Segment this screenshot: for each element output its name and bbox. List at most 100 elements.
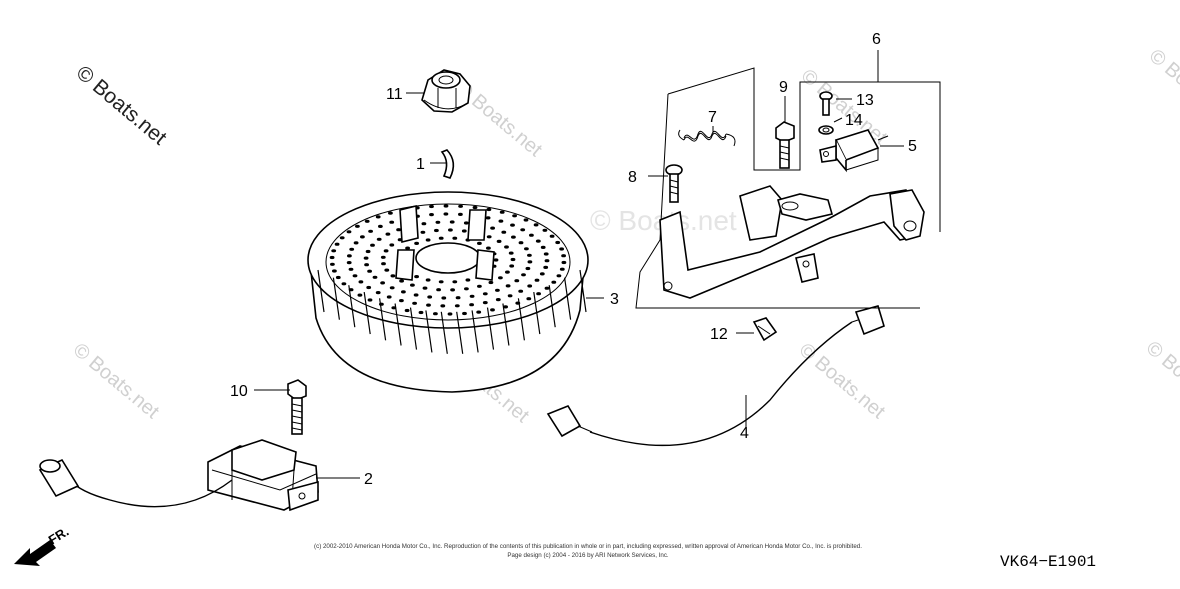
- flywheel-hole: [526, 297, 532, 301]
- front-direction-indicator: FR.: [14, 524, 71, 566]
- flywheel-hole: [414, 275, 419, 279]
- flywheel-hole: [540, 245, 546, 249]
- flywheel-hole: [367, 298, 373, 302]
- watermark-boats-net: © Boats.net: [72, 61, 171, 149]
- flywheel-hole: [370, 243, 375, 247]
- callout-3: 3: [610, 291, 619, 308]
- flywheel-hole: [472, 205, 478, 210]
- flywheel-hole: [533, 223, 539, 227]
- flywheel-fin: [394, 303, 402, 346]
- flywheel-hole: [385, 232, 391, 236]
- flywheel-part: [307, 191, 589, 393]
- bracket-bolt-part: [775, 121, 795, 169]
- flywheel-hole: [511, 235, 516, 239]
- flywheel-hole: [508, 251, 514, 255]
- callout-11: 11: [386, 86, 403, 103]
- flywheel-hole: [555, 240, 561, 245]
- flywheel-hole: [462, 311, 467, 316]
- flywheel-hole: [505, 270, 510, 274]
- flywheel-hole: [405, 246, 410, 250]
- flywheel-hole: [433, 312, 438, 316]
- flywheel-fin: [502, 303, 510, 346]
- flywheel-hole: [498, 276, 503, 280]
- flywheel-hole: [380, 255, 386, 259]
- flywheel-hole: [486, 246, 491, 250]
- watermark-boats-net: © Boats.net: [69, 339, 164, 423]
- flywheel-hole: [520, 228, 526, 232]
- flywheel-hole: [490, 308, 495, 312]
- flywheel-holes: [329, 204, 567, 316]
- flywheel-hole: [386, 295, 392, 299]
- flywheel-hole: [401, 290, 406, 294]
- flywheel-fin: [517, 298, 525, 341]
- flywheel-hole: [335, 275, 341, 280]
- flywheel-hole: [464, 287, 469, 291]
- flywheel-hole: [381, 262, 386, 266]
- flywheel-hole: [441, 296, 447, 300]
- flywheel-hole: [486, 235, 492, 239]
- flywheel-fin: [440, 311, 448, 354]
- flywheel-hole: [349, 247, 355, 251]
- callout-2: 2: [364, 471, 373, 488]
- switch-screw-part: [819, 91, 833, 116]
- flywheel-hole: [542, 228, 548, 232]
- flywheel-hole: [452, 236, 458, 240]
- leader-lines: [254, 50, 904, 479]
- flywheel-hole: [465, 278, 471, 282]
- flywheel-hole: [366, 285, 372, 290]
- governor-spring-part: [678, 129, 736, 147]
- flywheel-hole: [399, 279, 404, 283]
- flywheel-hole: [365, 249, 371, 254]
- callout-12: 12: [710, 326, 728, 343]
- flywheel-hole: [510, 257, 516, 262]
- flywheel-hole: [490, 226, 495, 230]
- flywheel-hole: [469, 294, 475, 298]
- wire-clip-part: [752, 317, 778, 342]
- flywheel-hole: [436, 288, 441, 292]
- flywheel-hole: [482, 301, 488, 305]
- flywheel-hole: [495, 298, 501, 302]
- flywheel-hole: [561, 260, 567, 265]
- flywheel-hole: [375, 291, 381, 295]
- flange-bolt-part: [665, 164, 683, 203]
- switch-bracket-part: [659, 185, 925, 299]
- flywheel-hole: [488, 280, 494, 285]
- flange-nut-part: [421, 69, 471, 113]
- flywheel-fin: [579, 269, 587, 313]
- flywheel-hole: [455, 296, 461, 300]
- flywheel-hole: [559, 267, 565, 271]
- flywheel-hole: [425, 238, 431, 242]
- flywheel-fin: [533, 292, 541, 335]
- flywheel-hole: [390, 274, 396, 278]
- flywheel-hole: [380, 281, 385, 285]
- flywheel-hole: [454, 304, 460, 308]
- flywheel-hole: [549, 234, 555, 238]
- flywheel-hole: [461, 229, 467, 233]
- flywheel-hole: [363, 256, 369, 260]
- flywheel-hole: [372, 275, 378, 279]
- flywheel-hole: [440, 304, 446, 308]
- callout-9: 9: [779, 79, 788, 96]
- flywheel-hole: [535, 239, 541, 243]
- flywheel-hole: [458, 204, 463, 208]
- flywheel-hole: [485, 216, 491, 220]
- stop-switch-wire-part: [546, 305, 885, 447]
- flywheel-hole: [383, 249, 389, 253]
- flywheel-hole: [559, 247, 564, 251]
- flywheel-hole: [525, 266, 531, 271]
- flywheel-hole: [482, 292, 488, 296]
- callout-5: 5: [908, 138, 917, 155]
- callout-1: 1: [416, 156, 425, 173]
- flywheel-hole: [543, 252, 549, 256]
- flywheel-hole: [527, 260, 533, 264]
- flywheel-hole: [352, 274, 358, 278]
- flywheel-hole: [524, 247, 529, 251]
- callout-6: 6: [872, 31, 881, 48]
- flywheel-hole: [449, 220, 455, 224]
- stop-switch-assembly-outline: [635, 67, 941, 309]
- flywheel-hole: [414, 241, 419, 245]
- flywheel-hole: [396, 228, 401, 232]
- flywheel-hole: [536, 292, 541, 296]
- flywheel-fin: [564, 277, 572, 320]
